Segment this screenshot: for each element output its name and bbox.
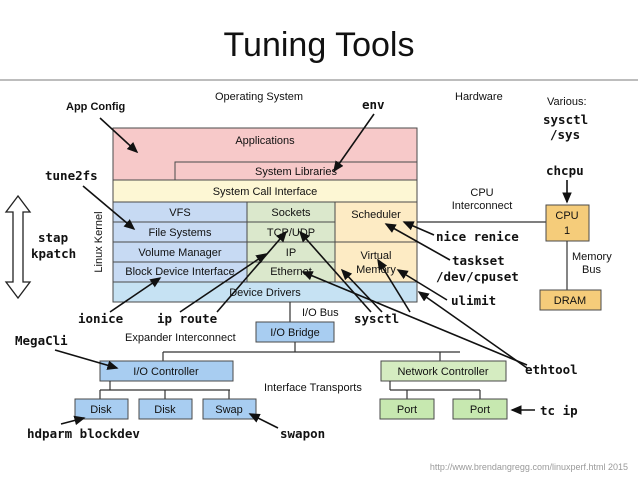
ip-route-right-arrow xyxy=(216,230,288,313)
ionice-label: ionice xyxy=(78,311,124,326)
file-systems-label: File Systems xyxy=(149,227,212,239)
env-arrow xyxy=(333,113,375,173)
taskset-label: taskset xyxy=(452,253,505,268)
ulimit-label: ulimit xyxy=(451,293,496,308)
network-controller-box xyxy=(380,360,507,382)
hdparm-arrow xyxy=(60,415,86,426)
megacli-arrow xyxy=(54,349,119,370)
tcp-udp-label: TCP/UDP xyxy=(267,227,315,239)
interface-transports-label: Interface Transports xyxy=(264,382,362,394)
cpu-interconnect-label-1: CPU xyxy=(470,187,493,199)
virtual-label: Virtual xyxy=(361,250,392,262)
ionice-arrow xyxy=(109,277,162,313)
linux-kernel-label: Linux Kernel xyxy=(93,211,105,272)
dev-cpuset-label: /dev/cpuset xyxy=(436,269,519,284)
ethernet-label: Ethernet xyxy=(270,266,312,278)
hdparm-blockdev-label: hdparm blockdev xyxy=(27,426,140,441)
port1-label: Port xyxy=(397,404,417,416)
env-label: env xyxy=(362,97,385,112)
nice-renice-label: nice renice xyxy=(436,229,519,244)
chcpu-label: chcpu xyxy=(546,163,584,178)
disk1-label: Disk xyxy=(90,404,112,416)
app-config-arrow xyxy=(99,117,139,154)
io-controller-label: I/O Controller xyxy=(133,366,199,378)
device-drivers-label: Device Drivers xyxy=(229,287,301,299)
port2-box xyxy=(452,398,508,420)
swapon-label: swapon xyxy=(280,426,325,441)
cpu-interconnect-label-2: Interconnect xyxy=(452,200,513,212)
sockets-label: Sockets xyxy=(271,207,311,219)
swap-label: Swap xyxy=(215,404,243,416)
sysctl-tcp-arrow xyxy=(298,230,372,313)
title-divider xyxy=(0,79,638,81)
cpu-label: CPU xyxy=(555,210,578,222)
io-controller-box xyxy=(99,360,234,382)
block-device-interface-label: Block Device Interface xyxy=(125,266,234,278)
ip-label: IP xyxy=(286,247,296,259)
sysctl-sched-arrow xyxy=(377,258,411,313)
ulimit-arrow xyxy=(396,269,448,301)
ip-route-left-arrow xyxy=(179,253,268,313)
ip-route-label: ip route xyxy=(157,311,218,326)
expander-interconnect-label: Expander Interconnect xyxy=(125,332,236,344)
disk2-box xyxy=(138,398,193,420)
slide-title: Tuning Tools xyxy=(223,26,415,64)
dram-label: DRAM xyxy=(554,295,586,307)
nice-renice-arrow xyxy=(402,221,435,236)
sysctl-vm-arrow xyxy=(340,268,383,313)
network-controller-label: Network Controller xyxy=(397,366,488,378)
taskset-arrow xyxy=(384,223,451,261)
dram-box xyxy=(539,289,602,311)
memory-bus-label-1: Memory xyxy=(572,251,612,263)
port1-box xyxy=(379,398,435,420)
volume-manager-label: Volume Manager xyxy=(138,247,221,259)
app-config-label: App Config xyxy=(66,101,125,113)
port2-label: Port xyxy=(470,404,490,416)
disk1-box xyxy=(74,398,129,420)
ethtool-ethernet-arrow xyxy=(301,271,528,366)
kernel-span-arrow-icon xyxy=(4,194,32,300)
system-call-interface-label: System Call Interface xyxy=(213,186,318,198)
tune2fs-label: tune2fs xyxy=(45,168,98,183)
sysctl-various-label: sysctl xyxy=(543,112,588,127)
hardware-label: Hardware xyxy=(455,91,503,103)
tune2fs-arrow xyxy=(82,185,136,231)
applications-label: Applications xyxy=(235,135,295,147)
ethtool-drivers-arrow xyxy=(417,291,528,369)
kpatch-label: kpatch xyxy=(31,246,76,261)
tc-ip-label: tc ip xyxy=(540,403,578,418)
footer-url: http://www.brendangregg.com/linuxperf.ht… xyxy=(430,462,628,472)
io-bridge-label: I/O Bridge xyxy=(270,327,320,339)
system-libraries-label: System Libraries xyxy=(255,166,337,178)
sys-label: /sys xyxy=(550,127,580,142)
various-label: Various: xyxy=(547,96,587,108)
memory-bus-label-2: Bus xyxy=(582,264,601,276)
io-bus-label: I/O Bus xyxy=(302,307,339,319)
scheduler-label: Scheduler xyxy=(351,209,401,221)
cpu-number: 1 xyxy=(564,225,570,237)
stap-label: stap xyxy=(38,230,68,245)
cpu-box xyxy=(545,204,590,242)
memory-label: Memory xyxy=(356,264,396,276)
ethtool-label: ethtool xyxy=(525,362,578,377)
sysctl-label: sysctl xyxy=(354,311,399,326)
megacli-label: MegaCli xyxy=(15,333,68,348)
swapon-arrow xyxy=(248,413,279,429)
vfs-label: VFS xyxy=(169,207,190,219)
operating-system-label: Operating System xyxy=(215,91,303,103)
swap-box xyxy=(202,398,257,420)
disk2-label: Disk xyxy=(154,404,176,416)
